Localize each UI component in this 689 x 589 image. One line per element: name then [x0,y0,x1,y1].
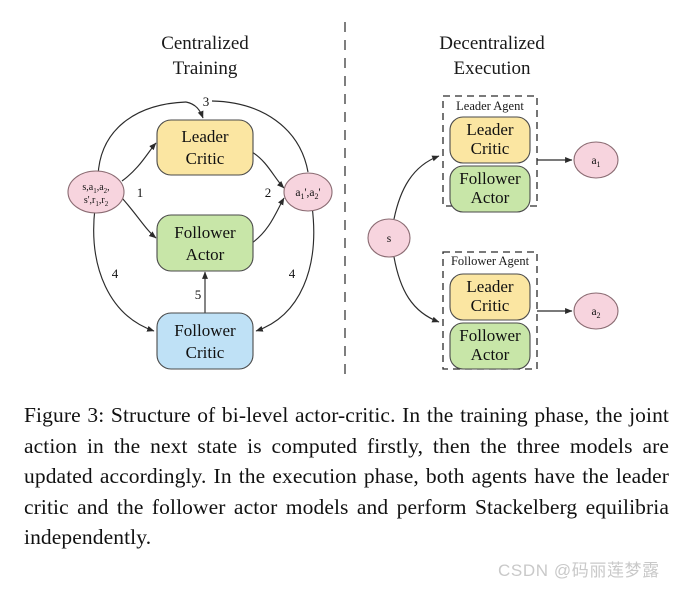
follower-agent-follower-actor-shape [449,322,531,370]
execution-state-ellipse: s [367,218,411,258]
training-input-ellipse: s,a1,a2, s',r1,r2 [67,170,125,214]
training-box-follower-actor: Follower Actor [156,214,254,272]
training-leader-critic-line1: Leader [181,127,229,146]
edge-state-to-leader-agent [393,155,440,220]
leader-agent-leader-critic-line1: Leader [466,120,514,139]
edge-label-1: 1 [137,185,144,200]
execution-action1-ellipse-shape [573,141,619,179]
leader-agent-title: Leader Agent [456,99,524,113]
edge-2-follower-actor-to-output [251,197,285,244]
training-output-ellipse-label: a1',a2' [295,187,320,201]
leader-agent-container [442,95,538,207]
execution-state-ellipse-label: s [387,233,392,245]
edge-input-to-top [97,101,187,177]
edge-3-arrow-into-leader-critic [185,101,204,119]
leader-agent-box-leader-critic: Leader Critic [449,116,531,164]
leader-agent-leader-critic-shape [449,116,531,164]
edge-label-3: 3 [203,94,210,109]
follower-agent-leader-critic-shape [449,273,531,321]
training-follower-actor-line2: Actor [186,245,225,264]
leader-agent-leader-critic-line2: Critic [471,139,510,158]
panel-title-centralized-line2: Training [173,58,238,79]
figure-illustration: Centralized Training Decentralized Execu… [67,22,619,378]
panel-title-decentralized-line2: Execution [453,58,531,79]
execution-action1-ellipse: a1 [573,141,619,179]
edge-1-input-to-follower-actor [121,197,157,239]
execution-action2-label: a2 [591,306,600,320]
leader-agent-box-follower-actor: Follower Actor [449,165,531,213]
edge-label-4-left: 4 [112,266,119,281]
execution-action1-label: a1 [591,155,600,169]
training-input-ellipse-shape [67,170,125,214]
follower-agent-leader-critic-line2: Critic [471,296,510,315]
edge-1-input-to-leader-critic [121,142,157,182]
follower-agent-box-follower-actor: Follower Actor [449,322,531,370]
figure-svg: Centralized Training Decentralized Execu… [67,22,619,378]
edge-label-4-right: 4 [289,266,296,281]
training-input-ellipse-line1: s,a1,a2, [82,182,109,195]
edge-output-to-top [211,100,309,173]
follower-agent-follower-actor-line1: Follower [459,326,521,345]
execution-state-ellipse-shape [367,218,411,258]
panel-title-decentralized-line1: Decentralized [439,33,545,54]
csdn-watermark: CSDN @码丽莲梦露 [498,561,660,580]
training-follower-critic-line1: Follower [174,321,236,340]
leader-agent-follower-actor-line2: Actor [471,188,510,207]
edge-state-to-follower-agent [393,256,440,323]
edge-2-leader-critic-to-output [251,151,285,189]
training-follower-actor-line1: Follower [174,223,236,242]
follower-agent-follower-actor-line2: Actor [471,345,510,364]
edge-4-input-to-follower-critic [93,207,155,332]
panel-title-centralized-line1: Centralized [161,33,249,54]
edge-label-2: 2 [265,185,272,200]
training-output-ellipse-shape [283,172,333,212]
training-box-follower-critic: Follower Critic [156,312,254,370]
training-follower-critic-line2: Critic [186,343,225,362]
execution-action2-ellipse: a2 [573,292,619,330]
follower-agent-leader-critic-line1: Leader [466,277,514,296]
edge-4-output-to-follower-critic [255,205,315,332]
leader-agent-follower-actor-shape [449,165,531,213]
follower-agent-box-leader-critic: Leader Critic [449,273,531,321]
training-leader-critic-shape [156,119,254,176]
training-follower-actor-shape [156,214,254,272]
training-input-ellipse-line2: s',r1,r2 [84,195,109,208]
leader-agent-follower-actor-line1: Follower [459,169,521,188]
training-leader-critic-line2: Critic [186,149,225,168]
execution-action2-ellipse-shape [573,292,619,330]
training-box-leader-critic: Leader Critic [156,119,254,176]
edge-label-5: 5 [195,287,202,302]
training-follower-critic-shape [156,312,254,370]
training-output-ellipse: a1',a2' [283,172,333,212]
figure-caption: Figure 3: Structure of bi-level actor-cr… [24,403,669,549]
follower-agent-title: Follower Agent [451,254,530,268]
